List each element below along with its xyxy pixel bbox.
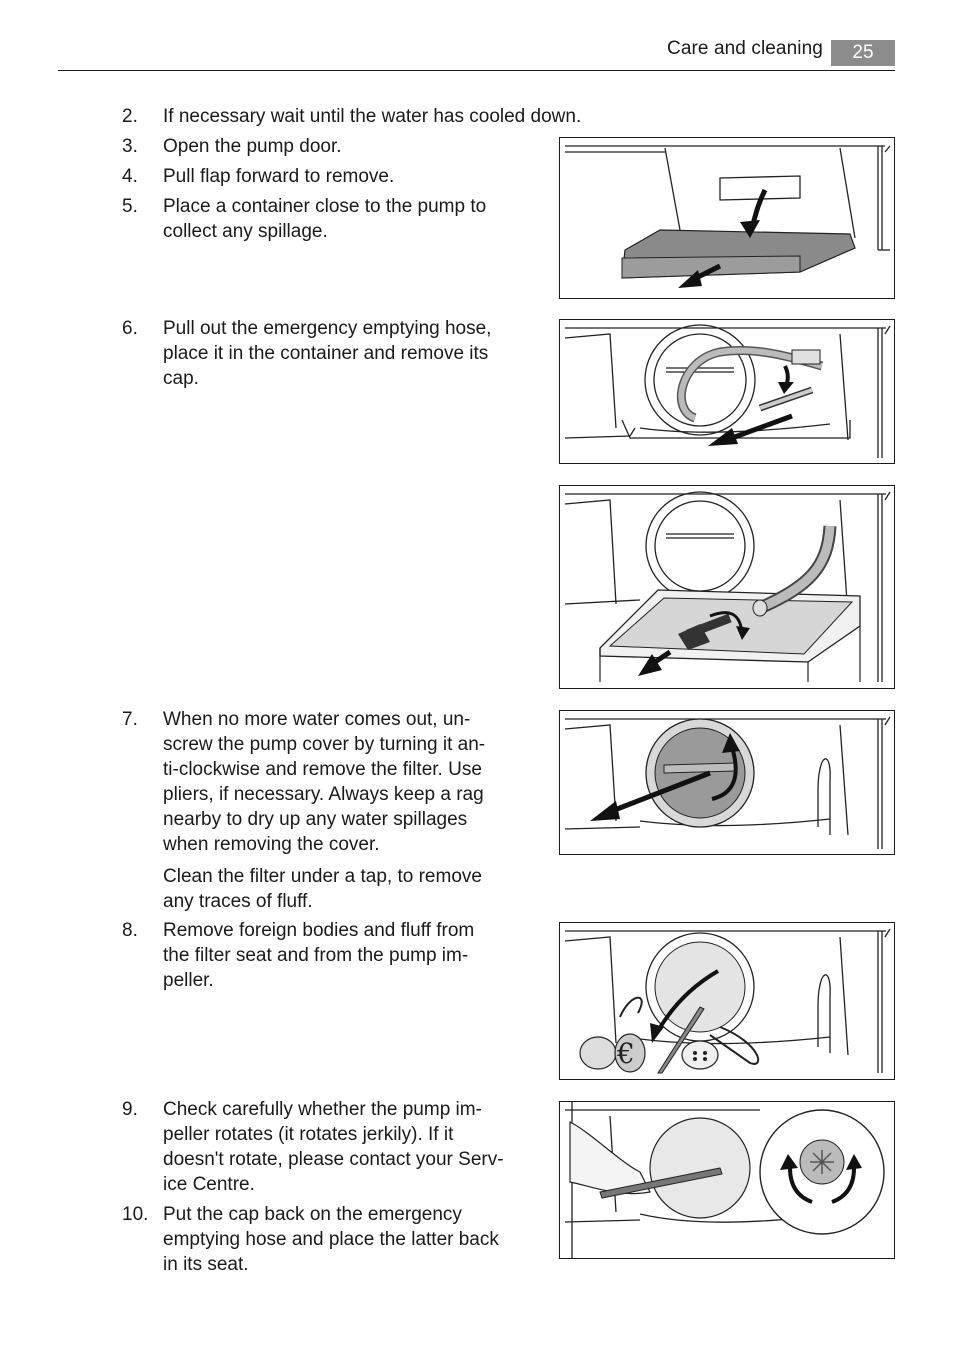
step-text: When no more water comes out, un- screw … bbox=[163, 709, 486, 855]
step-text: Pull flap forward to remove. bbox=[163, 166, 395, 187]
clean-filter-note: Clean the filter under a tap, to remove … bbox=[163, 866, 482, 912]
step-number: 5. bbox=[122, 196, 138, 217]
step-number: 3. bbox=[122, 136, 138, 157]
step-number: 6. bbox=[122, 318, 138, 339]
step-number: 10. bbox=[122, 1204, 149, 1225]
step-number: 7. bbox=[122, 709, 138, 730]
step-number: 9. bbox=[122, 1099, 138, 1120]
figure-unscrew-cover bbox=[559, 710, 895, 855]
figure-check-impeller bbox=[559, 1101, 895, 1259]
section-title: Care and cleaning bbox=[667, 38, 823, 59]
step-text: Check carefully whether the pump im- pel… bbox=[163, 1099, 504, 1195]
page-number: 25 bbox=[831, 40, 895, 66]
figure-drain-container bbox=[559, 485, 895, 689]
figure-emergency-hose bbox=[559, 319, 895, 464]
step-text: Open the pump door. bbox=[163, 136, 342, 157]
step-text: Place a container close to the pump to c… bbox=[163, 196, 487, 242]
step-text: Remove foreign bodies and fluff from the… bbox=[163, 920, 475, 991]
figure-foreign-bodies: € bbox=[559, 922, 895, 1080]
step-text: If necessary wait until the water has co… bbox=[163, 106, 582, 127]
step-text: Put the cap back on the emergency emptyi… bbox=[163, 1204, 499, 1275]
coin-euro-symbol: € bbox=[616, 1037, 635, 1070]
header-divider bbox=[58, 70, 895, 71]
figure-remove-flap bbox=[559, 137, 895, 299]
step-number: 8. bbox=[122, 920, 138, 941]
step-number: 4. bbox=[122, 166, 138, 187]
step-text: Pull out the emergency emptying hose, pl… bbox=[163, 318, 492, 389]
step-number: 2. bbox=[122, 106, 138, 127]
